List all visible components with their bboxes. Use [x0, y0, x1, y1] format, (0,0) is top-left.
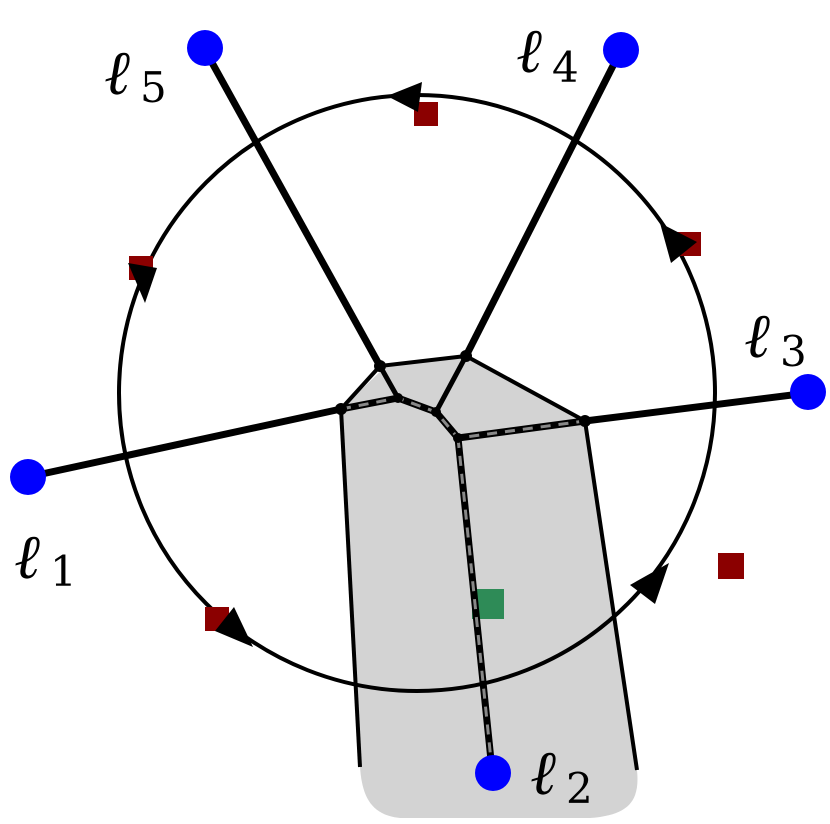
- svg-text:ℓ: ℓ: [516, 14, 542, 87]
- arrow-lower-left: [215, 607, 253, 647]
- edge-right-slant: [465, 354, 586, 423]
- vertex: [453, 433, 463, 443]
- label-l4: ℓ 4: [516, 14, 579, 92]
- arrow-lower-right: [630, 563, 669, 604]
- label-l3: ℓ 3: [744, 299, 807, 376]
- svg-text:ℓ: ℓ: [744, 299, 770, 372]
- vertex: [393, 393, 403, 403]
- arrow-upper-left: [128, 263, 157, 303]
- red-marker: [718, 553, 744, 579]
- svg-text:4: 4: [552, 43, 579, 92]
- endpoint-l5: [187, 30, 223, 66]
- edge-inner-right: [433, 354, 469, 414]
- svg-text:2: 2: [566, 764, 593, 813]
- vertex: [460, 350, 472, 362]
- arrow-top: [387, 82, 422, 112]
- svg-text:ℓ: ℓ: [104, 36, 130, 109]
- shaded-region: [341, 356, 638, 818]
- edge-l5: [201, 48, 384, 368]
- region-boundary-left: [339, 408, 362, 768]
- vertex: [431, 407, 441, 417]
- svg-text:3: 3: [780, 327, 807, 376]
- vertex: [335, 403, 347, 415]
- vertex: [374, 360, 386, 372]
- label-l5: ℓ 5: [104, 36, 167, 112]
- endpoint-l1: [10, 459, 46, 495]
- edge-l1: [27, 405, 342, 481]
- svg-text:ℓ: ℓ: [14, 520, 40, 593]
- edge-l4: [462, 48, 625, 358]
- edge-inner-left: [377, 364, 401, 400]
- label-l2: ℓ 2: [530, 736, 593, 813]
- vertex: [579, 415, 591, 427]
- edge-left-slant: [339, 364, 382, 411]
- endpoint-l4: [603, 32, 639, 68]
- label-l1: ℓ 1: [14, 520, 77, 596]
- endpoint-l2: [475, 755, 511, 791]
- endpoint-l3: [790, 374, 826, 410]
- region-boundary-right: [583, 420, 639, 771]
- edge-top: [379, 354, 467, 368]
- svg-text:5: 5: [140, 63, 167, 112]
- arrow-upper-right: [660, 223, 697, 263]
- svg-text:ℓ: ℓ: [530, 736, 556, 809]
- svg-text:1: 1: [50, 547, 77, 596]
- edge-l3: [584, 389, 809, 425]
